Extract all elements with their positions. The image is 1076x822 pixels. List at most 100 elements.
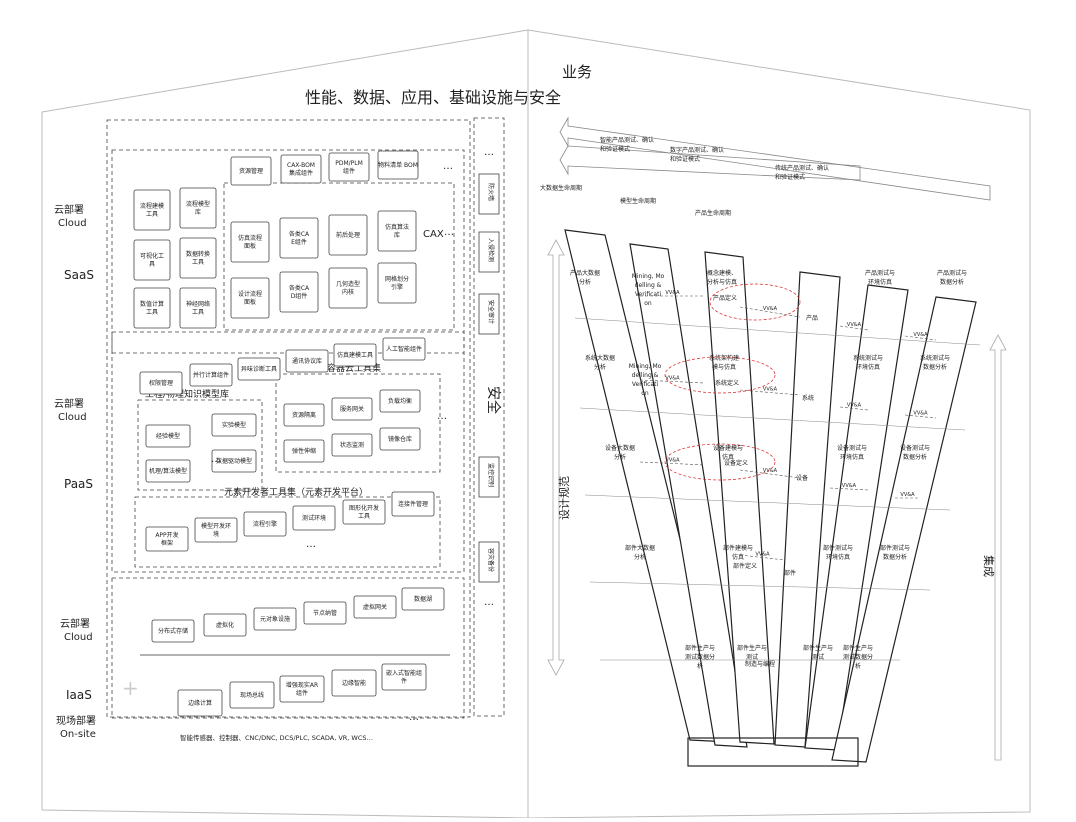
dev-1-label: 境: [213, 530, 219, 538]
dev-0-label: 框架: [161, 539, 173, 547]
knowledge-base-frame: [137, 399, 263, 491]
top-arrow-label-0: 智能产品测试、确认: [600, 136, 654, 144]
vva-label-1: VV&A: [763, 306, 778, 312]
strip-5-item-4: 测试: [812, 653, 824, 661]
saas-top-1: CAX-BOM 集成组件: [280, 154, 322, 184]
strip-6-item-4: 析: [855, 662, 861, 670]
strip-2-item-0: 概念建模、: [707, 269, 737, 277]
v-strip-1: [629, 243, 748, 748]
dev-6-ellipsis: …: [306, 539, 316, 550]
strip-5-item-1: 系统测试与: [853, 354, 883, 362]
paas-deploy-en: Cloud: [58, 412, 87, 423]
side-ellipsis-0: …: [484, 147, 494, 158]
iaas-cloud-0: 分布式存储: [151, 619, 195, 643]
highlight-ellipse-0: [709, 283, 801, 321]
strip-1-item-1: Verificati: [632, 381, 659, 388]
iaas-onsite-1: 现场总线: [229, 681, 275, 709]
vva-label-6: VV&A: [847, 403, 862, 409]
saas-tool-3-label: 数据转换: [186, 250, 210, 258]
band-line-0: [574, 317, 981, 346]
security-column: [473, 117, 505, 717]
dev-3: 测试环境: [292, 505, 336, 531]
strip-0-item-2: 分析: [614, 453, 626, 461]
container-frame: [275, 373, 441, 473]
cax-7-label: 网格划分: [385, 275, 409, 283]
paas-top-2: 异味诊断工具: [237, 357, 281, 381]
saas-top-0-label: 资源管理: [239, 167, 263, 175]
saas-top-3-label: 物料清单 BOM: [378, 161, 418, 169]
dev-2: 流程引擎: [243, 511, 287, 537]
strip-6-item-3: 部件测试与: [880, 544, 910, 552]
top-arrow-label-1: 和验证模式: [670, 155, 700, 163]
saas-tool-0-label: 工具: [146, 211, 158, 218]
strip-0-item-2: 设备大数据: [605, 444, 635, 452]
iaas-onsite-0: 边缘计算: [177, 689, 223, 717]
lifecycle-label-1: 模型生命周期: [620, 197, 656, 205]
side-item-2: 入侵检测: [478, 231, 500, 273]
paas-top-4-label: 仿真建模工具: [337, 351, 373, 359]
highlight-ellipse-2: [664, 443, 776, 481]
container-4: 状态监测: [331, 433, 373, 457]
strip-2-item-1: 模与仿真: [712, 363, 736, 371]
saas-tool-4-label: 数值计算: [140, 300, 164, 308]
strip-5-item-2: 设备测试与: [837, 444, 867, 452]
left-title: 性能、数据、应用、基础设施与安全: [305, 88, 561, 107]
strip-0-item-4: 测试数据分: [685, 653, 715, 661]
svg-text:入侵检测: 入侵检测: [487, 238, 495, 262]
iaas-cloud-2-label: 元对象设施: [260, 615, 290, 623]
kb-0-label: 经验模型: [156, 432, 180, 440]
paas-label: PaaS: [64, 477, 93, 491]
container-0-label: 资源隔离: [292, 411, 316, 419]
svg-text:防火墙: 防火墙: [487, 183, 495, 201]
strip-5-item-1: 环境仿真: [856, 363, 880, 371]
side-item-5: 监控识别: [478, 456, 500, 498]
side-item-6: 容灾备份: [478, 541, 500, 583]
strip-0-item-4: 析: [697, 662, 703, 670]
vva-label-2: VV&A: [847, 322, 862, 328]
strip-2-item-2: 设备建模与: [713, 444, 743, 452]
dev-3-label: 测试环境: [302, 514, 326, 522]
strip-2-item-0: 分析与仿真: [707, 278, 737, 286]
container-4-label: 状态监测: [340, 441, 364, 449]
cax-3-label: 库: [394, 231, 400, 239]
top-arrow-2: [559, 145, 861, 181]
saas-label: SaaS: [64, 268, 94, 282]
onsite-deploy-cn: 现场部署: [56, 714, 96, 727]
vva-label-9: VV&A: [763, 468, 778, 474]
container-2-label: 负载均衡: [388, 397, 412, 405]
top-arrow-label-1: 数字产品测试、确认: [670, 146, 724, 154]
strip-3-item-0: 产品定义: [713, 294, 737, 302]
strip-5-item-0: 环境仿真: [868, 278, 892, 286]
dev-5-label: 连接件管理: [398, 500, 428, 508]
top-arrow-label-2: 传统产品测试、确认: [775, 164, 829, 172]
iaas-cloud-5: 数据湖: [401, 587, 445, 611]
iaas-cloud-2: 元对象设施: [253, 607, 297, 631]
onsite-deploy-en: On-site: [60, 729, 96, 740]
cax-label: CAX: [423, 229, 444, 240]
iaas-cloud-0-label: 分布式存储: [158, 627, 188, 635]
cax-2: 前后处理: [328, 214, 368, 256]
strip-2-item-2: 仿真: [722, 453, 734, 461]
side-item-1: 防火墙: [478, 173, 500, 215]
band-line-3: [589, 581, 931, 591]
iaas-onsite-2-label: 增强现实AR: [286, 681, 318, 689]
cax-4-label: 设计流程: [238, 290, 262, 298]
svg-text:安全审计: 安全审计: [487, 300, 495, 324]
highlight-ellipse-1: [664, 356, 776, 394]
dev-4-label: 工具: [358, 513, 370, 520]
paas-top-0-label: 权限管理: [149, 379, 173, 387]
integration-label: 集成: [982, 555, 996, 577]
vva-link-12: [739, 554, 786, 561]
saas-top-1-label: CAX-BOM: [287, 162, 315, 169]
cax-6-label: 内核: [342, 288, 354, 296]
vva-link-7: [904, 414, 937, 419]
cax-7-label: 引擎: [391, 283, 403, 291]
strip-1-item-0: delling &: [635, 282, 662, 289]
saas-tool-5-label: 工具: [192, 309, 204, 316]
